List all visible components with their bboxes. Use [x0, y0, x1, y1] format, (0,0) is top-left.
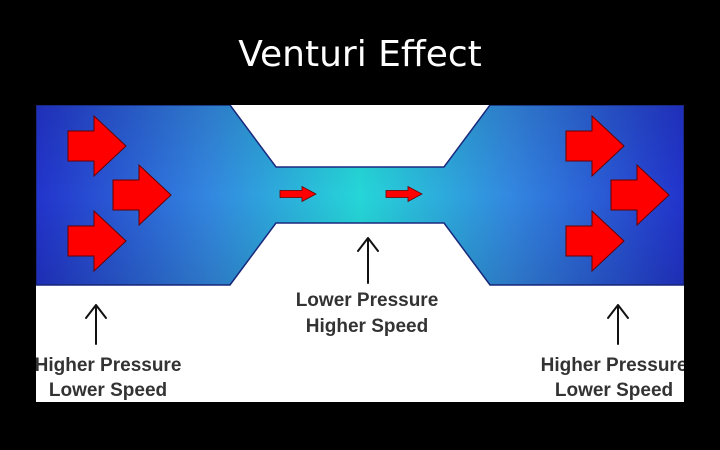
- throat-label-line1: Lower Pressure: [296, 290, 439, 311]
- inlet-pointer-arrow-icon: [85, 304, 107, 345]
- throat-label-line2: Higher Speed: [306, 316, 428, 337]
- slide-title: Venturi Effect: [238, 34, 482, 75]
- venturi-diagram: Lower Pressure Higher Speed Higher Press…: [36, 105, 684, 402]
- throat-pointer-arrow-icon: [357, 237, 379, 284]
- inlet-label-line1: Higher Pressure: [36, 355, 181, 376]
- outlet-label-line1: Higher Pressure: [541, 355, 684, 376]
- outlet-pointer-arrow-icon: [607, 304, 629, 345]
- inlet-label-line2: Lower Speed: [49, 380, 167, 401]
- venturi-diagram-svg: Lower Pressure Higher Speed Higher Press…: [36, 105, 684, 401]
- outlet-label-line2: Lower Speed: [555, 380, 673, 401]
- venturi-channel-shading: [36, 105, 684, 285]
